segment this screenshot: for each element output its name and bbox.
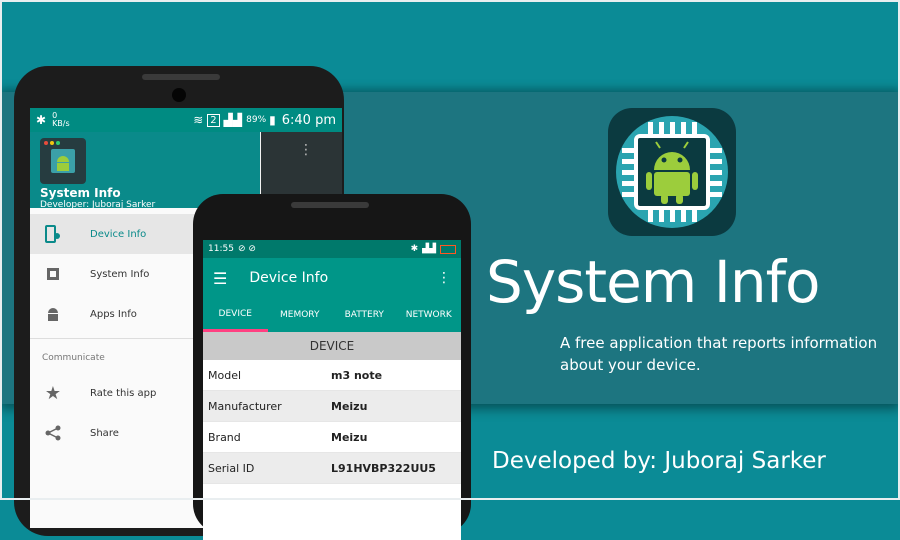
speed-icon: ✱: [36, 113, 47, 127]
signal-icon: ▟▟: [422, 244, 436, 254]
drawer-item-system-info[interactable]: System Info: [30, 254, 260, 294]
status-bar: 11:55 ⊘ ⊘ ✱ ▟▟: [203, 240, 461, 258]
promo-description: A free application that reports informat…: [560, 334, 878, 374]
status-time: 11:55: [208, 244, 234, 254]
toolbar: ☰ Device Info ⋮: [203, 258, 461, 298]
tab-device[interactable]: DEVICE: [203, 298, 268, 332]
tab-network[interactable]: NETWORK: [405, 310, 452, 320]
row-key: Brand: [208, 430, 241, 444]
app-logo-icon: [40, 138, 86, 184]
tab-memory[interactable]: MEMORY: [280, 310, 320, 320]
battery-icon: [440, 244, 456, 254]
divider: [30, 338, 260, 339]
android-icon: [42, 303, 64, 325]
row-key: Model: [208, 368, 242, 382]
drawer-item-rate[interactable]: ★ Rate this app: [30, 373, 260, 413]
phone-right-screen: 11:55 ⊘ ⊘ ✱ ▟▟ ☰ Device Info ⋮ DEVICE ME…: [203, 240, 461, 540]
overflow-menu-icon[interactable]: ⋮: [437, 270, 451, 286]
row-value: Meizu: [331, 399, 368, 413]
table-row: Brand Meizu: [203, 422, 461, 453]
speaker: [142, 74, 220, 80]
drawer-item-label: System Info: [90, 268, 150, 280]
battery-icon: ▮: [269, 113, 276, 127]
sim-badge: 2: [207, 113, 220, 127]
drawer-developer: Developer: Juboraj Sarker: [40, 200, 156, 210]
toolbar-title: Device Info: [249, 270, 329, 286]
tab-battery[interactable]: BATTERY: [344, 310, 384, 320]
drawer-item-share[interactable]: Share: [30, 413, 260, 453]
row-value: Meizu: [331, 430, 368, 444]
phone-right: 11:55 ⊘ ⊘ ✱ ▟▟ ☰ Device Info ⋮ DEVICE ME…: [193, 194, 471, 540]
tab-bar: DEVICE MEMORY BATTERY NETWORK: [203, 298, 461, 332]
speaker: [291, 202, 369, 208]
notification-icon: ⊘ ⊘: [237, 244, 256, 254]
device-info-icon: [42, 223, 64, 245]
menu-icon[interactable]: ☰: [213, 268, 228, 288]
app-icon: [608, 108, 736, 236]
status-time: 6:40 pm: [281, 112, 336, 128]
row-key: Serial ID: [208, 461, 255, 475]
star-icon: ★: [44, 382, 62, 404]
row-key: Manufacturer: [208, 399, 282, 413]
promo-title: System Info: [486, 248, 820, 316]
wifi-icon: ≋: [193, 113, 204, 127]
table-row: Manufacturer Meizu: [203, 391, 461, 422]
section-header: DEVICE: [203, 332, 461, 360]
table-row: Serial ID L91HVBP322UU5: [203, 453, 461, 484]
drawer-item-label: Apps Info: [90, 308, 137, 320]
camera: [172, 88, 186, 102]
drawer-item-label: Share: [90, 427, 119, 439]
battery-percent: 89%: [246, 115, 267, 125]
drawer-item-label: Device Info: [90, 228, 147, 240]
drawer-section-label: Communicate: [42, 353, 105, 363]
row-value: L91HVBP322UU5: [331, 461, 436, 475]
bluetooth-icon: ✱: [410, 244, 419, 254]
chip-icon: [42, 263, 64, 285]
table-row: Model m3 note: [203, 360, 461, 391]
info-table: Model m3 note Manufacturer Meizu Brand M…: [203, 360, 461, 484]
drawer-item-apps-info[interactable]: Apps Info: [30, 294, 260, 334]
row-value: m3 note: [331, 368, 383, 382]
developer-credit: Developed by: Juboraj Sarker: [492, 448, 826, 474]
signal-icon: ▟▟: [223, 113, 243, 127]
drawer-item-label: Rate this app: [90, 387, 157, 399]
share-icon: [42, 422, 64, 444]
overflow-menu-icon[interactable]: ⋮: [299, 142, 313, 158]
drawer-app-title: System Info: [40, 186, 121, 200]
